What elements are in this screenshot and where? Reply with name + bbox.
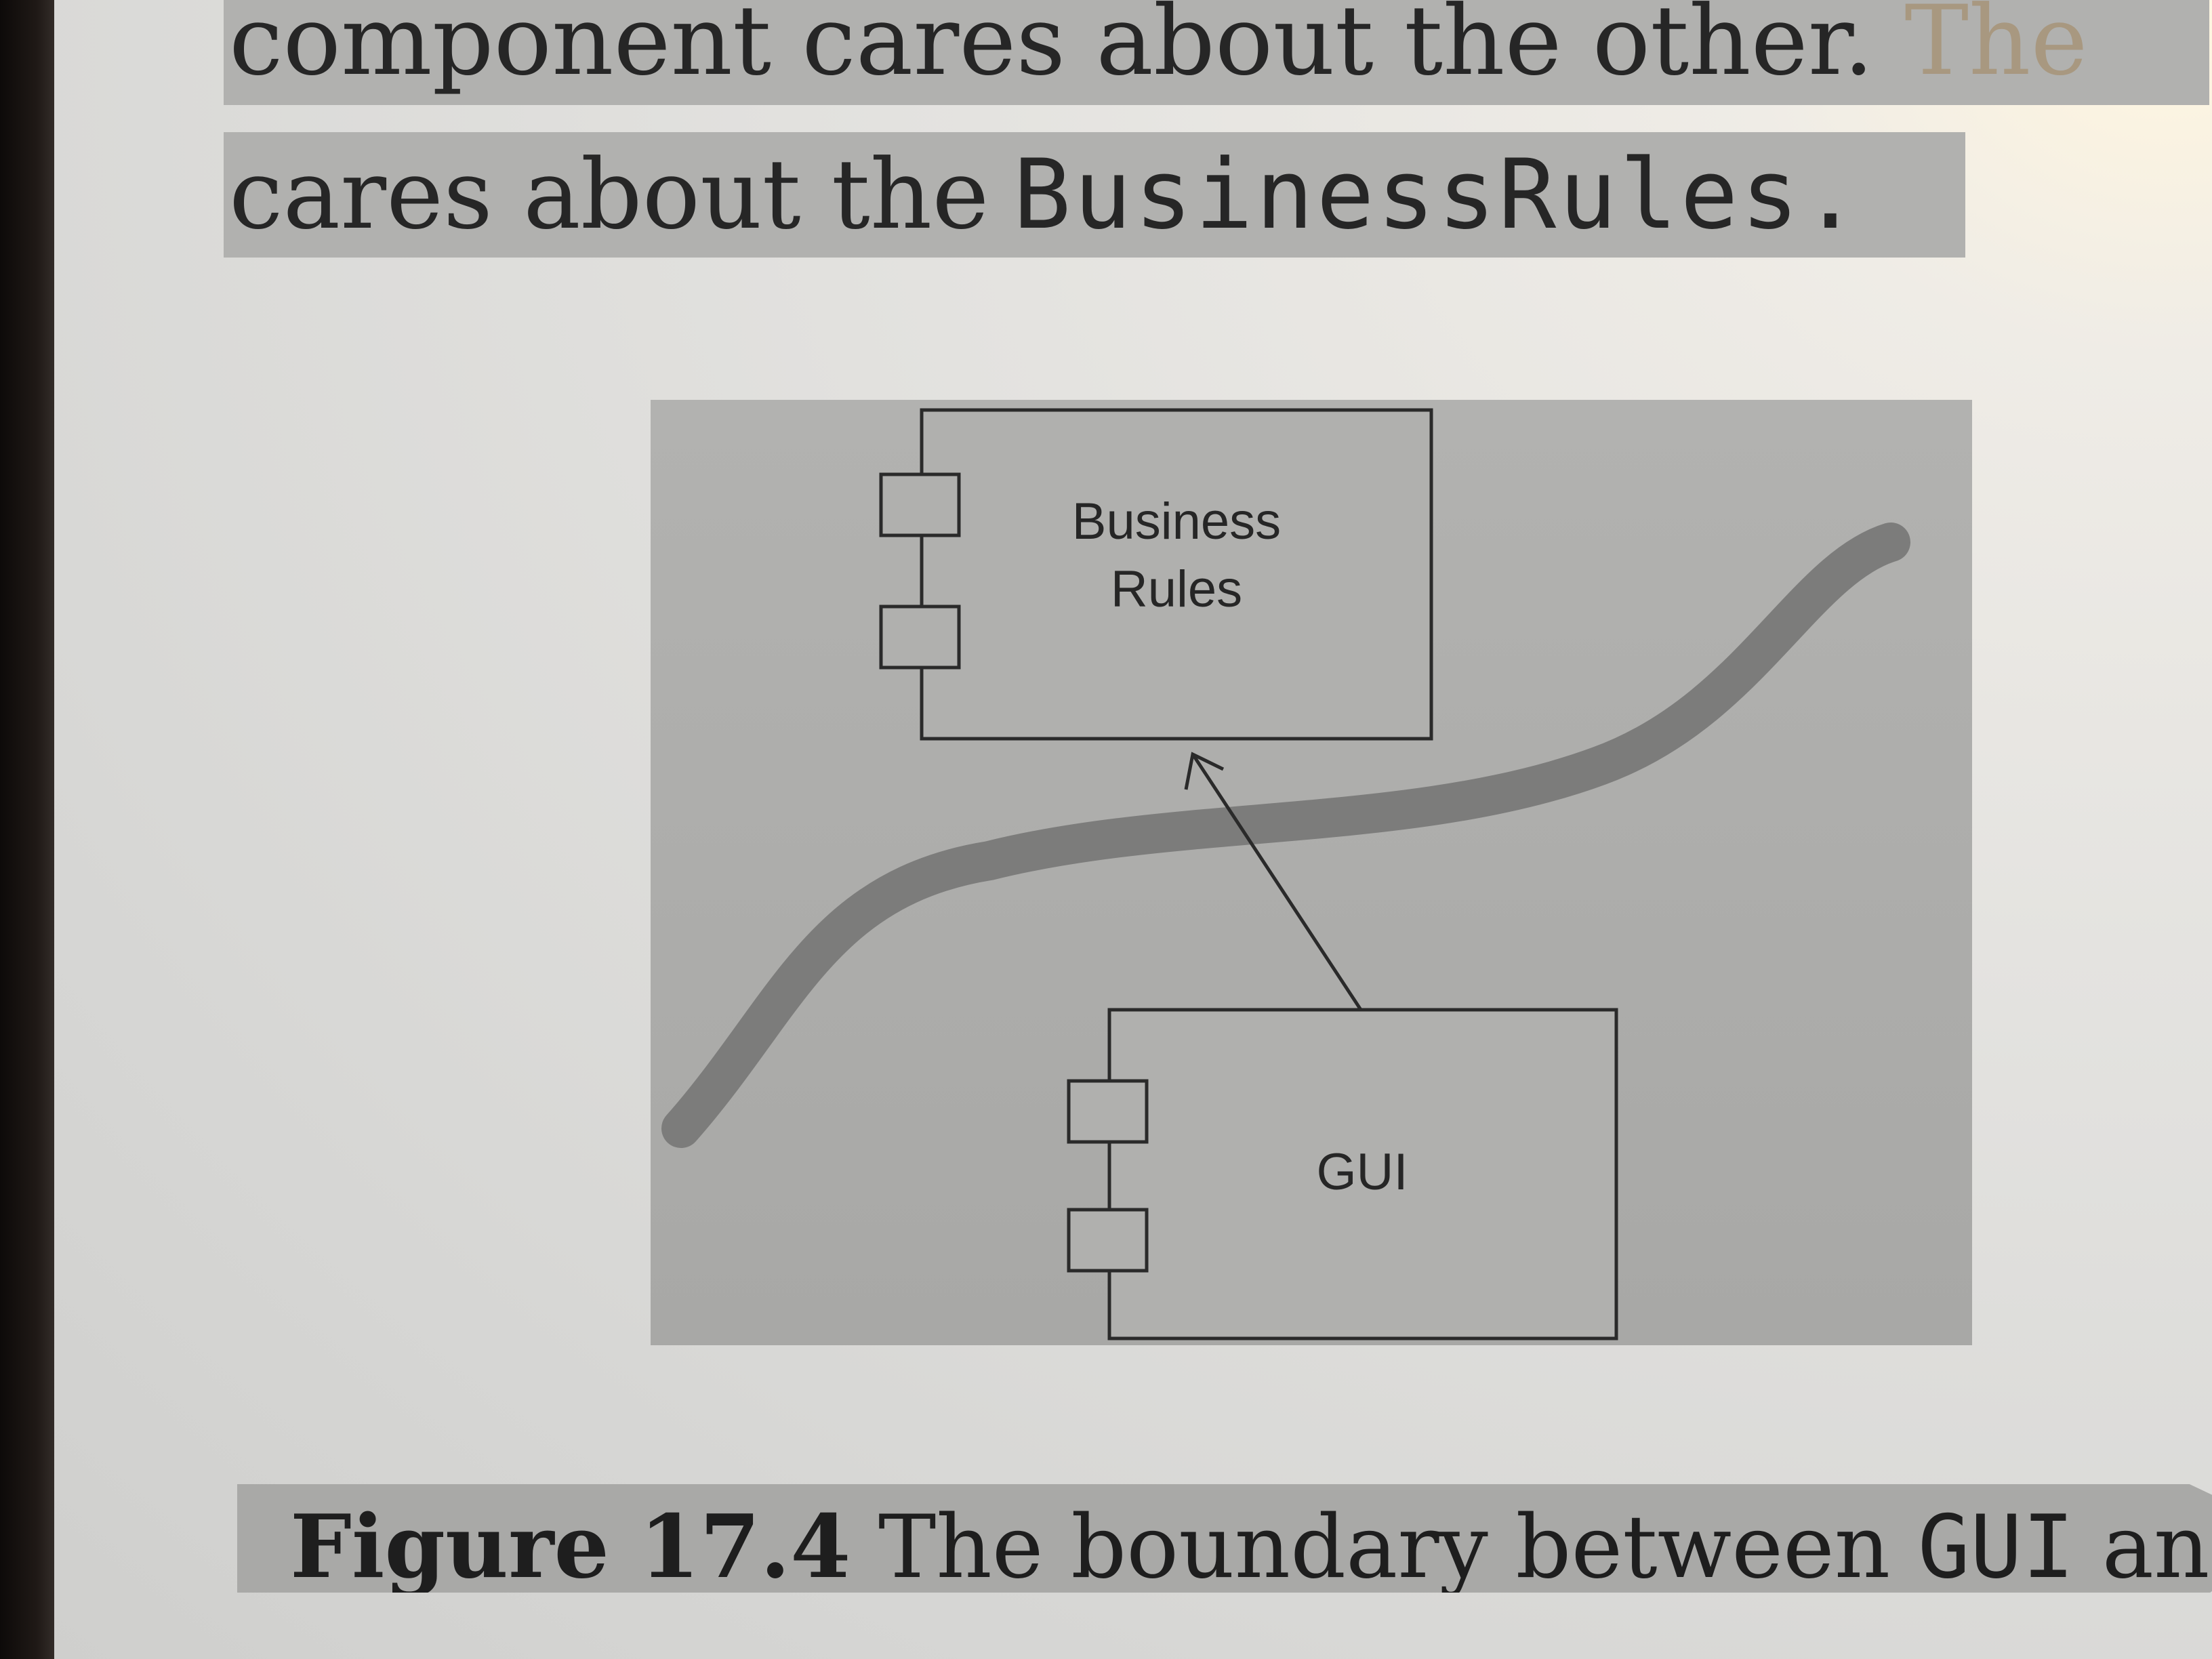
text-line-2-code: BusinessRules xyxy=(1012,139,1802,251)
business-rules-label-line1: Business xyxy=(1072,493,1281,550)
text-line-2-suffix: . xyxy=(1801,139,1862,251)
caption-code: GUI xyxy=(1917,1497,2074,1598)
boundary-line xyxy=(661,523,1910,1148)
text-line-1-main: component cares about the other. xyxy=(229,0,1875,97)
text-line-1: component cares about the other. The xyxy=(224,0,2209,105)
component-diagram: Business Rules GUI xyxy=(651,400,1972,1345)
text-line-2-prefix: cares about the xyxy=(229,139,989,251)
text-line-2: cares about the BusinessRules. xyxy=(224,132,1965,258)
ereader-screen: component cares about the other. The car… xyxy=(54,0,2212,1659)
figure-caption: Figure 17.4 The boundary between GUI and xyxy=(237,1484,2212,1593)
caption-text-before: The boundary between xyxy=(878,1497,1891,1598)
text-line-1-faded: The xyxy=(1904,0,2088,97)
gui-label: GUI xyxy=(1316,1143,1408,1201)
dependency-arrow xyxy=(1184,752,1363,1011)
business-rules-label-line2: Rules xyxy=(1111,560,1242,618)
business-rules-component xyxy=(879,408,1433,741)
caption-label: Figure 17.4 xyxy=(290,1496,851,1598)
gui-component xyxy=(1067,1008,1618,1340)
caption-text-after: and xyxy=(2102,1497,2212,1598)
device-bezel xyxy=(0,0,61,1659)
